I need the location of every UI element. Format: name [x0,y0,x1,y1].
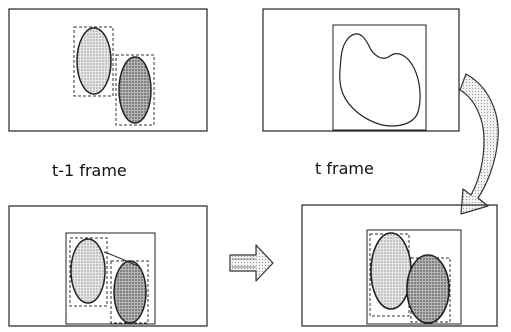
merged-blob-contour [339,33,421,127]
prev-frame-border [8,8,208,132]
result-panel [301,204,498,327]
projection-region-bbox [65,232,156,325]
prev-object-a [76,27,112,95]
prev-frame-label: t-1 frame [52,161,127,180]
curved-down-arrow-icon [459,73,499,215]
result-frame-border [301,204,498,327]
projection-panel [8,205,208,327]
result-object-b [406,254,450,324]
right-arrow-icon [229,244,274,282]
projection-object-a-bbox [69,237,108,307]
result-region-bbox [366,229,462,325]
projection-object-a [70,238,106,304]
result-object-a [370,232,412,310]
curr-frame-label: t frame [315,159,374,178]
prev-object-b-bbox [115,54,155,126]
projection-contour-fragment [103,251,139,267]
projection-frame-border [8,205,208,327]
merged-region-bbox [332,24,427,131]
prev-object-a-bbox [73,26,114,97]
projection-object-b [113,260,147,324]
prev-frame-panel [8,8,208,132]
curr-frame-border [262,8,460,132]
curr-frame-panel [262,8,460,132]
prev-object-b [118,56,152,124]
